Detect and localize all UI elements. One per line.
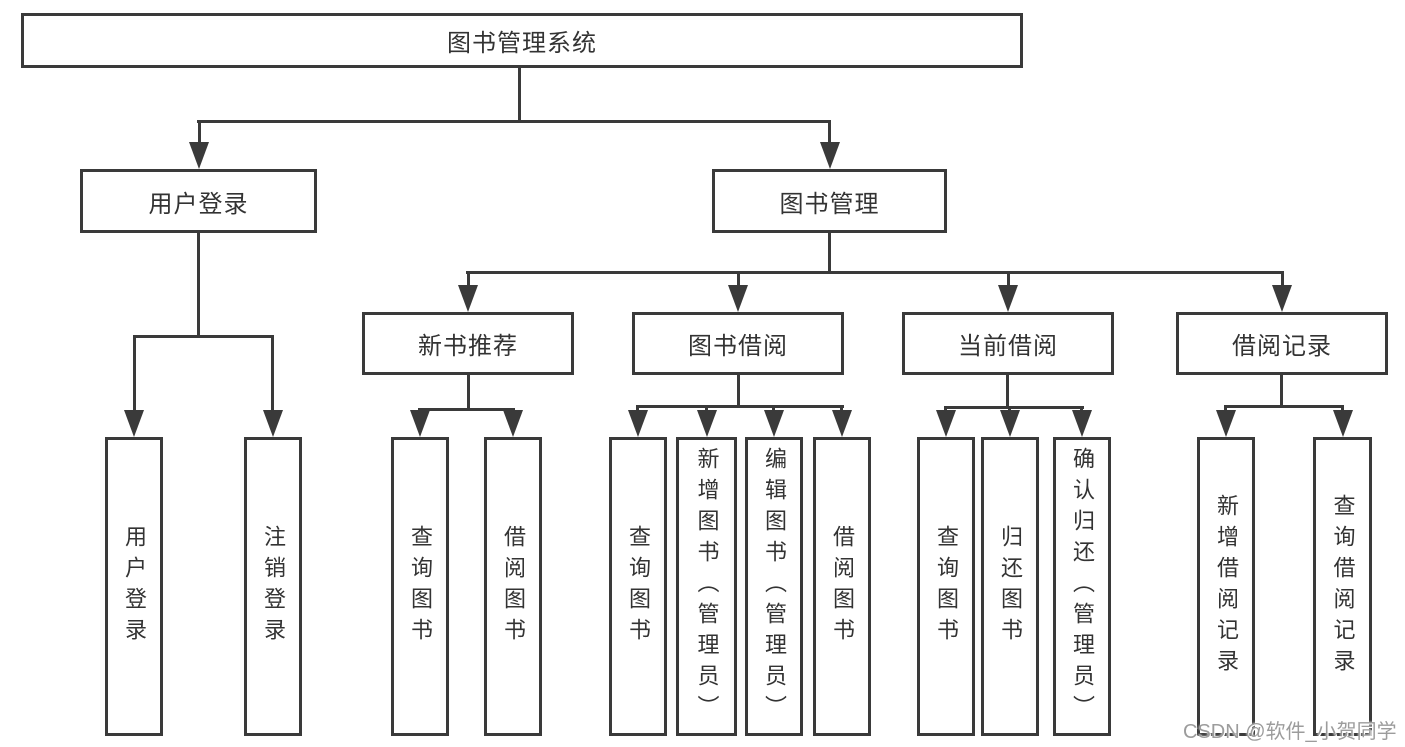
- node-leaf-add-borrow-record: 新增借阅记录: [1197, 437, 1255, 736]
- connector-root-drop: [518, 68, 521, 120]
- arrow-down-icon: [697, 410, 717, 437]
- node-book-management: 图书管理: [712, 169, 947, 233]
- connector-stem: [1007, 271, 1010, 287]
- connector-stem: [467, 271, 470, 287]
- arrow-down-icon: [628, 410, 648, 437]
- arrow-down-icon: [1216, 410, 1236, 437]
- node-leaf-add-books-admin: 新增图书（管理员）: [676, 437, 737, 736]
- connector-stem: [1224, 405, 1227, 414]
- connector-drop: [1006, 375, 1009, 409]
- arrow-down-icon: [263, 410, 283, 437]
- connector-drop: [737, 375, 740, 408]
- connector-bar: [1224, 405, 1344, 408]
- connector-bar: [944, 406, 1084, 409]
- arrow-down-icon: [764, 410, 784, 437]
- node-leaf-return-books: 归还图书: [981, 437, 1039, 736]
- connector-book-mgmt-drop: [828, 233, 831, 274]
- connector-root-bar: [197, 120, 831, 123]
- node-borrow-records: 借阅记录: [1176, 312, 1388, 375]
- node-leaf-query-books-current: 查询图书: [917, 437, 975, 736]
- node-new-book-recommend: 新书推荐: [362, 312, 574, 375]
- arrow-down-icon: [820, 142, 840, 169]
- node-leaf-query-books-borrow: 查询图书: [609, 437, 667, 736]
- connector-stem: [737, 271, 740, 287]
- connector-stem: [133, 335, 136, 413]
- arrow-down-icon: [410, 410, 430, 437]
- connector-stem: [271, 335, 274, 413]
- arrow-down-icon: [728, 285, 748, 312]
- node-current-borrow: 当前借阅: [902, 312, 1114, 375]
- connector-bar: [418, 408, 515, 411]
- arrow-down-icon: [124, 410, 144, 437]
- arrow-down-icon: [998, 285, 1018, 312]
- node-book-borrow: 图书借阅: [632, 312, 844, 375]
- node-library-system: 图书管理系统: [21, 13, 1023, 68]
- arrow-down-icon: [189, 142, 209, 169]
- node-leaf-edit-books-admin: 编辑图书（管理员）: [745, 437, 803, 736]
- node-leaf-borrow-books: 借阅图书: [813, 437, 871, 736]
- arrow-down-icon: [458, 285, 478, 312]
- connector-book-mgmt-bar: [466, 271, 1284, 274]
- arrow-down-icon: [1000, 410, 1020, 437]
- arrow-down-icon: [936, 410, 956, 437]
- connector-user-login-bar: [133, 335, 274, 338]
- connector-book-mgmt-stem: [828, 120, 831, 144]
- arrow-down-icon: [1272, 285, 1292, 312]
- node-leaf-query-books-recommend: 查询图书: [391, 437, 449, 736]
- node-leaf-confirm-return-admin: 确认归还（管理员）: [1053, 437, 1111, 736]
- arrow-down-icon: [503, 410, 523, 437]
- connector-stem: [772, 405, 775, 414]
- connector-drop: [1280, 375, 1283, 408]
- connector-drop: [467, 375, 470, 411]
- connector-stem: [840, 405, 843, 414]
- node-leaf-query-borrow-record: 查询借阅记录: [1313, 437, 1372, 736]
- connector-stem: [1341, 405, 1344, 414]
- connector-user-login-drop: [197, 233, 200, 335]
- connector-bar: [636, 405, 844, 408]
- connector-stem: [636, 405, 639, 414]
- node-leaf-logout: 注销登录: [244, 437, 302, 736]
- node-leaf-borrow-books-recommend: 借阅图书: [484, 437, 542, 736]
- connector-stem: [705, 405, 708, 414]
- arrow-down-icon: [1333, 410, 1353, 437]
- connector-user-login-stem: [198, 120, 201, 144]
- arrow-down-icon: [1072, 410, 1092, 437]
- watermark-text: CSDN @软件_小贺同学: [1183, 721, 1397, 743]
- node-leaf-user-login: 用户登录: [105, 437, 163, 736]
- node-user-login: 用户登录: [80, 169, 317, 233]
- connector-stem: [1281, 271, 1284, 287]
- arrow-down-icon: [832, 410, 852, 437]
